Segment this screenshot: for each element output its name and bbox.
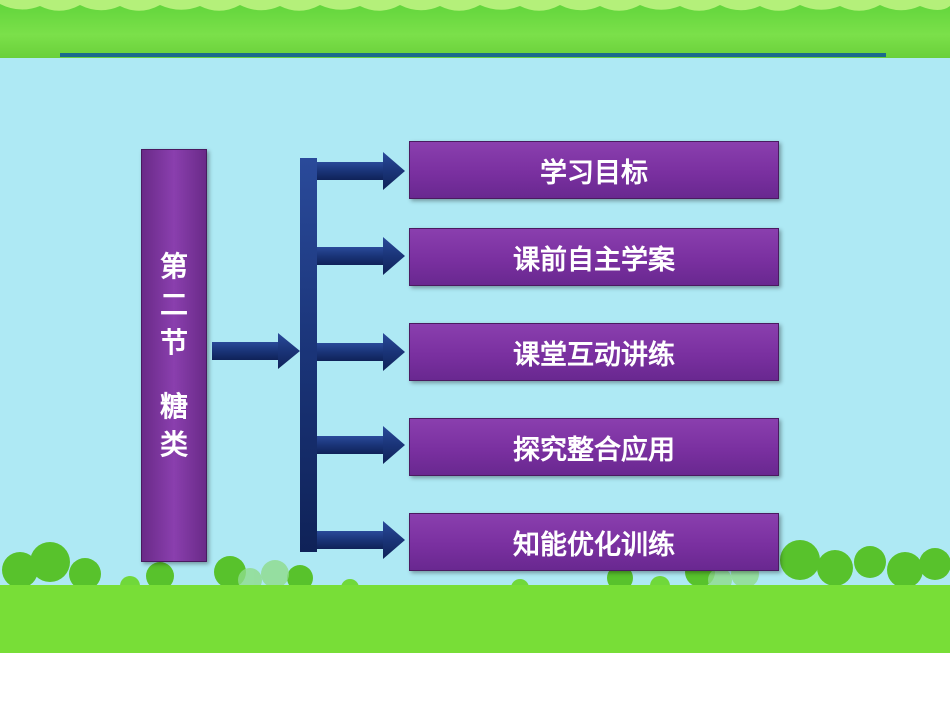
section-title-box: 第 二 节 糖 类 [141, 149, 207, 562]
main-arrow [212, 333, 300, 369]
bottom-margin [0, 653, 950, 713]
top-grass-band [0, 0, 950, 58]
section-title-char-5: 类 [159, 427, 188, 461]
header-divider [60, 53, 886, 57]
section-title-char-3: 节 [159, 325, 188, 359]
branch-arrow-5 [317, 521, 405, 559]
menu-item-inquiry-application[interactable]: 探究整合应用 [409, 418, 779, 476]
section-title-char-4: 糖 [159, 389, 188, 423]
branch-arrow-2 [317, 237, 405, 275]
branch-arrow-1 [317, 152, 405, 190]
branch-arrow-4 [317, 426, 405, 464]
bottom-grass-band [0, 585, 950, 653]
menu-item-practice-training[interactable]: 知能优化训练 [409, 513, 779, 571]
top-foliage-decoration [0, 0, 950, 11]
section-title-char-2: 二 [159, 287, 188, 321]
section-title-char-1: 第 [159, 249, 188, 283]
menu-item-learning-goals[interactable]: 学习目标 [409, 141, 779, 199]
menu-item-pre-class-study[interactable]: 课前自主学案 [409, 228, 779, 286]
vertical-connector-bar [300, 158, 317, 552]
branch-arrow-3 [317, 333, 405, 371]
menu-item-class-interaction[interactable]: 课堂互动讲练 [409, 323, 779, 381]
